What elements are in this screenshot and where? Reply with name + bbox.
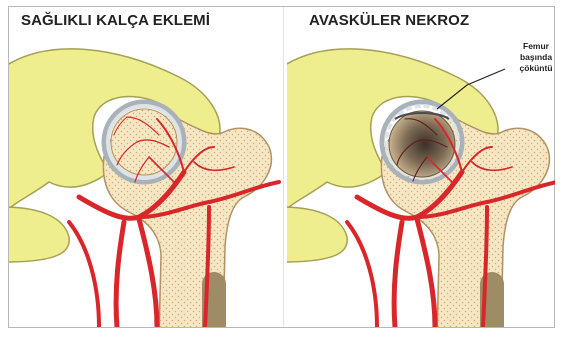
callout-line: başında bbox=[507, 52, 555, 63]
femoral-head-collapse-label: Femur başında çöküntü bbox=[507, 41, 555, 74]
healthy-hip-panel: SAĞLIKLI KALÇA EKLEMİ bbox=[9, 7, 281, 327]
panel-divider bbox=[283, 7, 284, 327]
necrosis-hip-panel: AVASKÜLER NEKROZ Femur başında çöküntü bbox=[287, 7, 555, 327]
necrosis-hip-title: AVASKÜLER NEKROZ bbox=[309, 12, 469, 29]
pelvis-lower bbox=[287, 207, 347, 262]
callout-line: çöküntü bbox=[507, 63, 555, 74]
healthy-hip-title: SAĞLIKLI KALÇA EKLEMİ bbox=[21, 12, 210, 29]
pelvis-lower bbox=[9, 207, 69, 262]
callout-line: Femur bbox=[507, 41, 555, 52]
necrotic-femoral-head bbox=[389, 111, 455, 177]
illustration-frame: SAĞLIKLI KALÇA EKLEMİ bbox=[8, 6, 555, 328]
healthy-hip-illustration bbox=[9, 7, 281, 327]
